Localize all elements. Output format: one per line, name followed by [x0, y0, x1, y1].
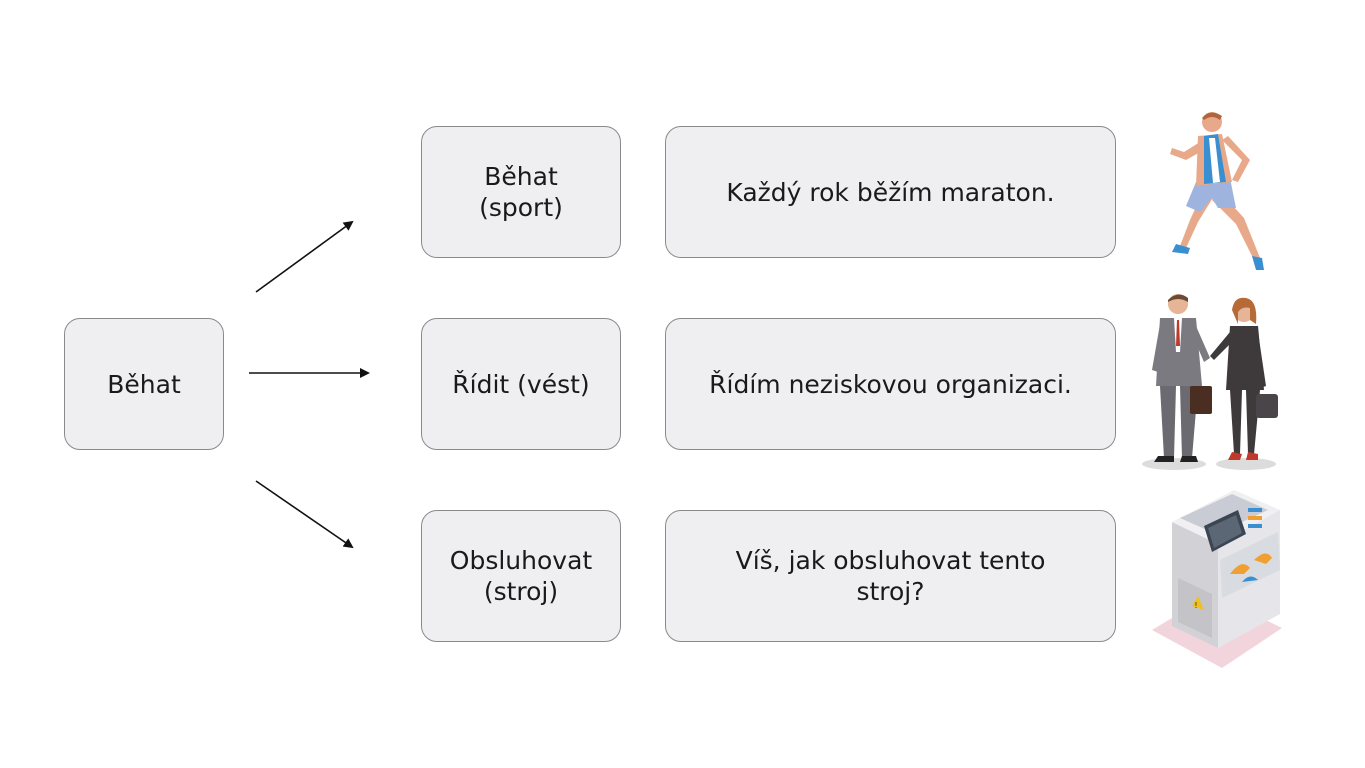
- meaning-label-line1: Řídit (vést): [452, 369, 590, 399]
- example-box-sport: Každý rok běžím maraton.: [665, 126, 1116, 258]
- example-sentence-line2: stroj?: [856, 577, 925, 606]
- meaning-label-line1: Běhat: [484, 162, 558, 191]
- business-people-illustration: [1142, 294, 1278, 470]
- meaning-box-ridit: Řídit (vést): [421, 318, 621, 450]
- arrow-to-obsluhovat: [255, 480, 354, 549]
- example-box-ridit: Řídím neziskovou organizaci.: [665, 318, 1116, 450]
- example-sentence-line1: Řídím neziskovou organizaci.: [709, 369, 1072, 399]
- meaning-label-line1: Obsluhovat: [449, 546, 593, 575]
- runner-illustration: [1170, 112, 1264, 270]
- meaning-label-line2: (stroj): [483, 577, 559, 606]
- svg-text:!: !: [1194, 601, 1197, 610]
- meaning-box-obsluhovat: Obsluhovat (stroj): [421, 510, 621, 642]
- source-word-box: Běhat: [64, 318, 224, 450]
- example-sentence-line1: Víš, jak obsluhovat tento: [735, 546, 1046, 575]
- source-word-label: Běhat: [107, 369, 181, 399]
- meaning-box-sport: Běhat (sport): [421, 126, 621, 258]
- example-sentence-line1: Každý rok běžím maraton.: [726, 177, 1055, 207]
- arrow-to-sport: [255, 220, 354, 293]
- machine-illustration: !: [1152, 490, 1282, 668]
- meaning-label-line2: (sport): [479, 193, 563, 222]
- example-box-obsluhovat: Víš, jak obsluhovat tento stroj?: [665, 510, 1116, 642]
